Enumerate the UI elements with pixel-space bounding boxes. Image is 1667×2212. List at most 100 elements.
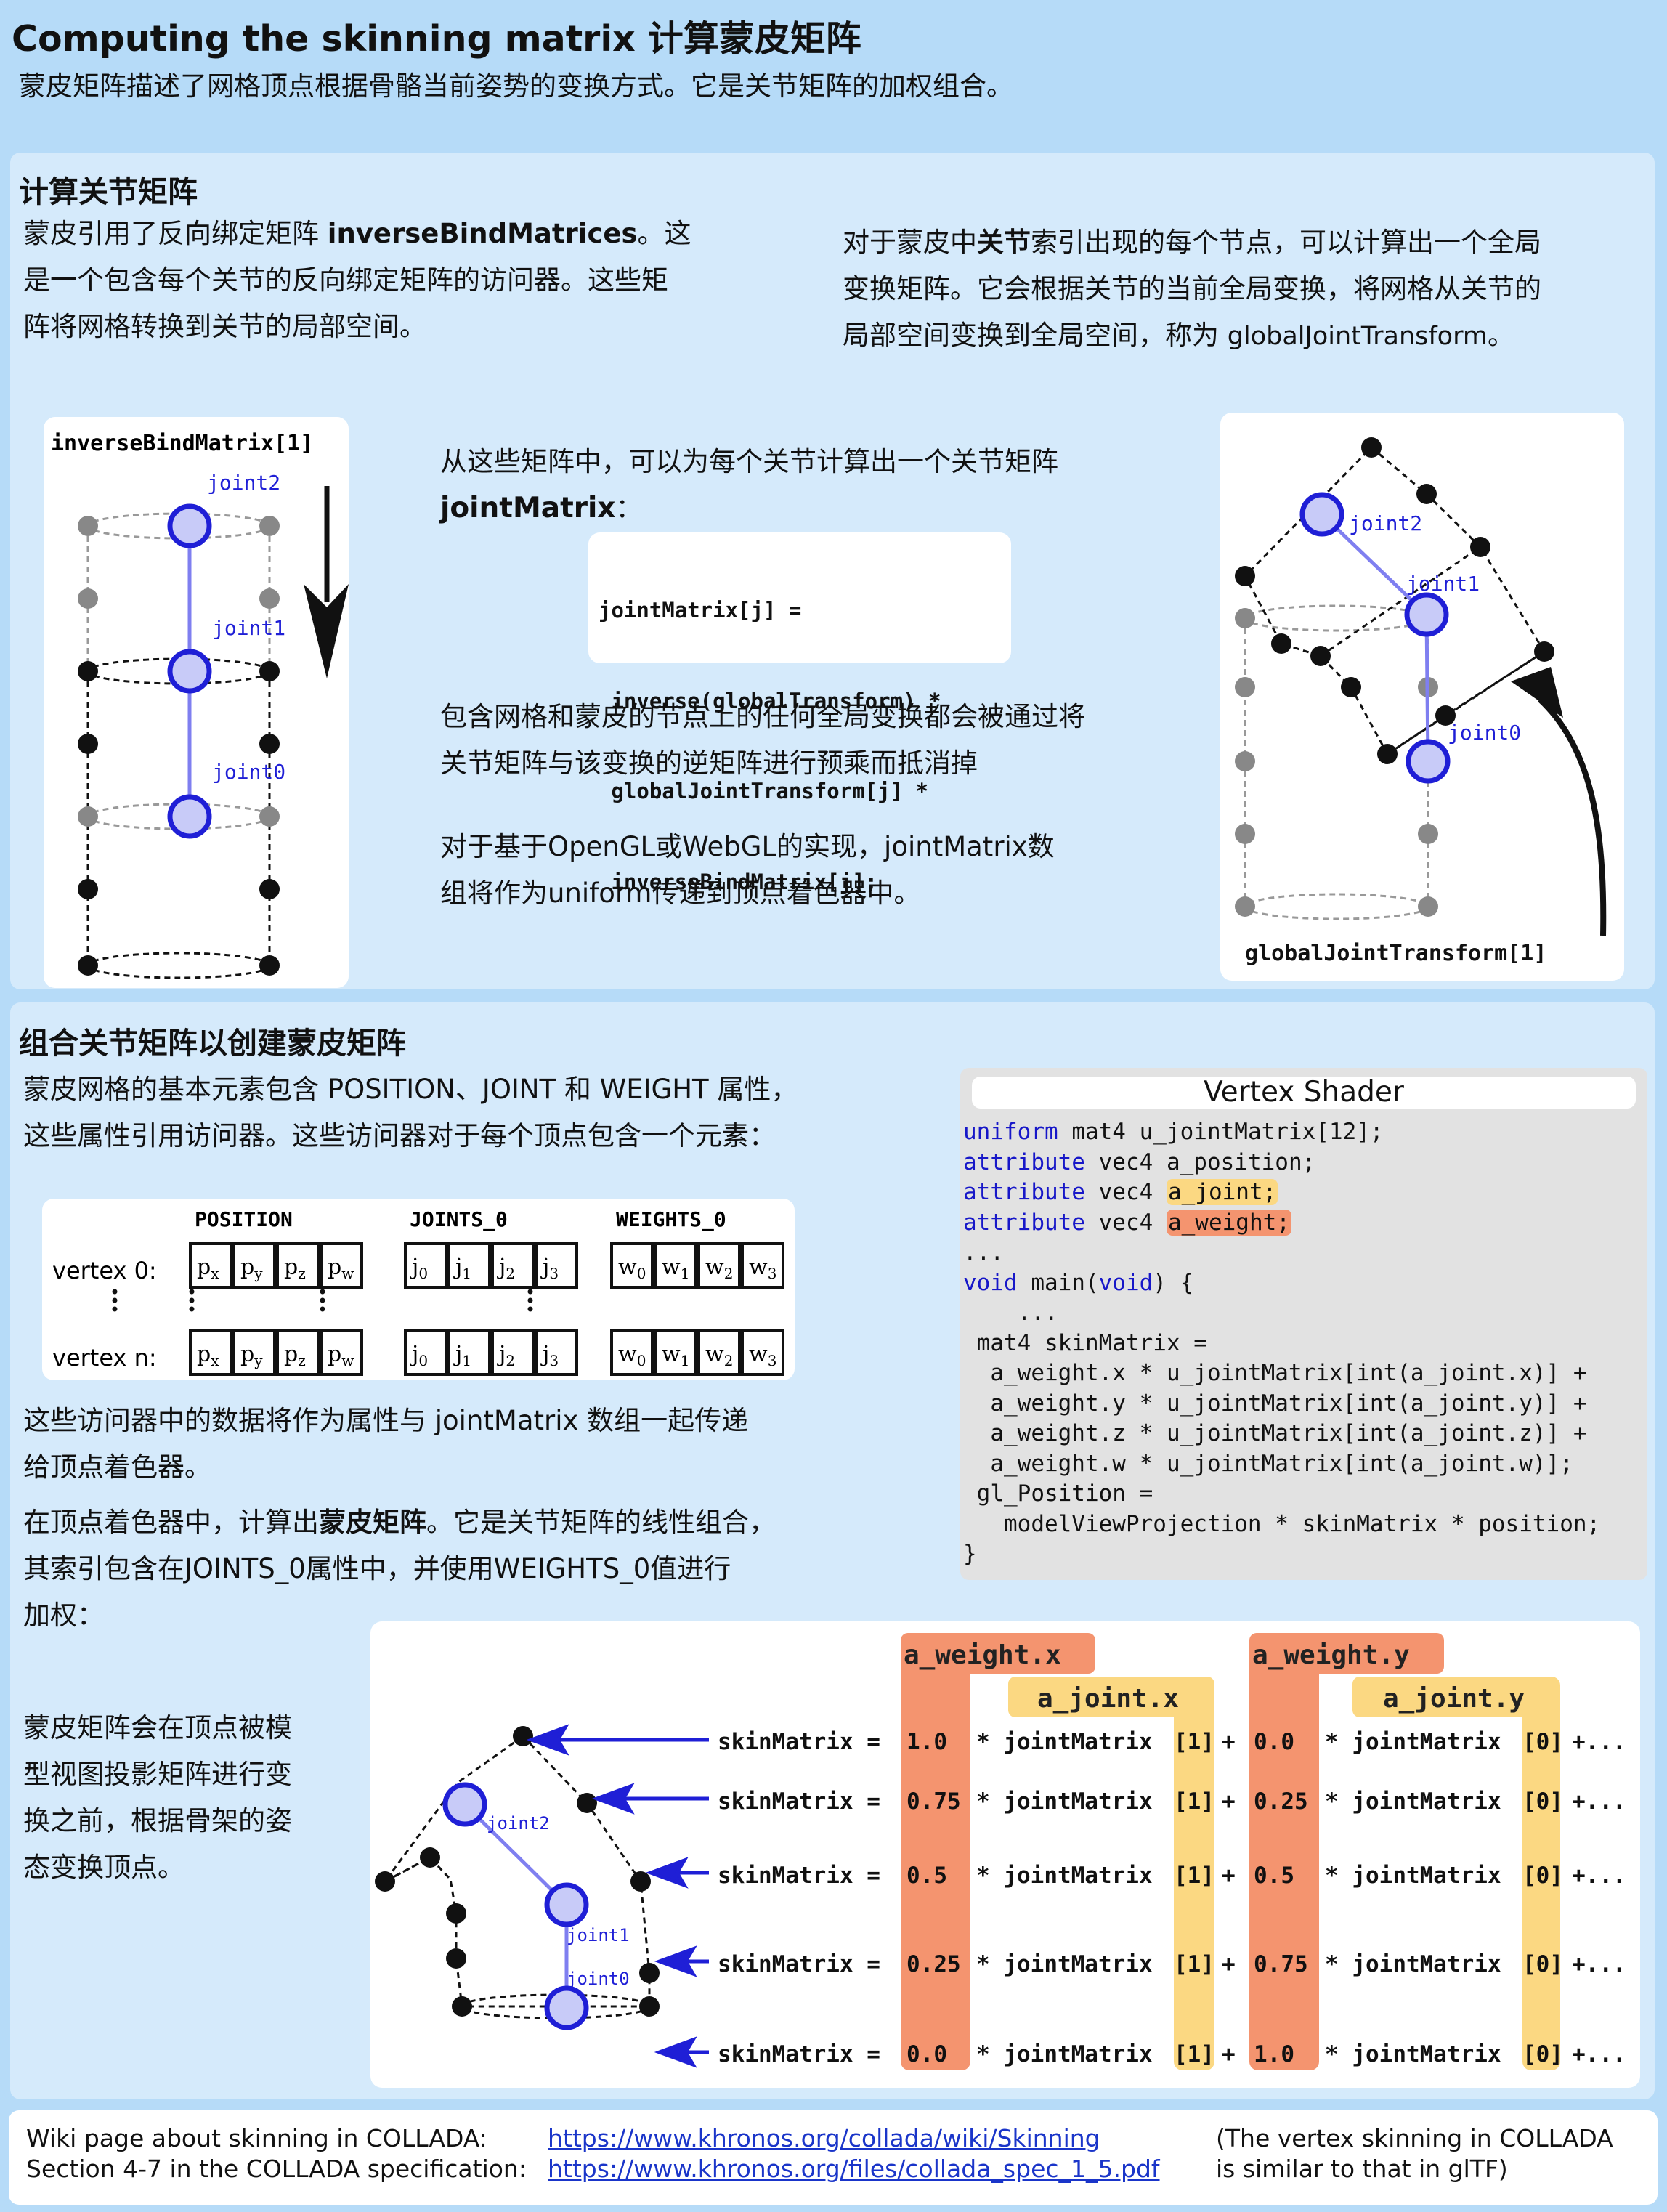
joint1-label: joint1 (212, 616, 285, 640)
ellipsis-term: +... (1572, 1788, 1626, 1815)
figure-label: inverseBindMatrix[1] (51, 431, 313, 456)
weight-y-value: 0.75 (1254, 1951, 1308, 1977)
section-heading: 组合关节矩阵以创建蒙皮矩阵 (19, 1026, 406, 1061)
skin-lhs: skinMatrix = (718, 1788, 880, 1815)
joint2-label: joint2 (1349, 511, 1422, 535)
weight-x-value: 0.0 (906, 2041, 947, 2067)
ellipsis-term: +... (1572, 1863, 1626, 1889)
wiki-link[interactable]: https://www.khronos.org/collada/wiki/Ski… (548, 2124, 1100, 2152)
table-cell (232, 1329, 276, 1376)
weight-y-column (1249, 1633, 1319, 2070)
ellipsis-dot (112, 1297, 118, 1303)
global-transform-diagram: joint2 joint1 joint0 (1235, 437, 1607, 936)
ellipsis-dot (320, 1297, 325, 1303)
ellipsis-dot (112, 1306, 118, 1312)
skin-matrix-paragraph: 在顶点着色器中，计算出蒙皮矩阵。它是关节矩阵的线性组合， 其索引包含在JOINT… (23, 1507, 776, 1631)
joint-term: * jointMatrix (1325, 1863, 1501, 1889)
ellipsis-dot (527, 1297, 533, 1303)
joint1-label: joint1 (567, 1925, 630, 1945)
arrow-left-icon (654, 1945, 697, 1977)
table-cell (320, 1242, 363, 1289)
cell-symbol: j0 (410, 1342, 428, 1369)
cell-symbol: j3 (540, 1342, 559, 1369)
section-skin-matrix: 组合关节矩阵以创建蒙皮矩阵 蒙皮网格的基本元素包含 POSITION、JOINT… (10, 1002, 1655, 2099)
global-transform-figure: joint2 joint1 joint0 globalJointTransfor… (1220, 413, 1624, 981)
ellipsis-dot (189, 1289, 195, 1295)
joint-x-index: [1] (1174, 1788, 1214, 1815)
joint-x-index: [1] (1174, 2041, 1214, 2067)
weight-y-value: 0.5 (1254, 1863, 1294, 1889)
uniform-note: 对于基于OpenGL或WebGL的实现，jointMatrix数 组将作为uni… (440, 831, 1055, 909)
section-joint-matrix: 计算关节矩阵 蒙皮引用了反向绑定矩阵 inverseBindMatrices。这… (10, 153, 1655, 989)
curved-arrow-icon (1511, 667, 1563, 718)
footer-label-wiki: Wiki page about skinning in COLLADA: (26, 2124, 487, 2152)
joint2-node (1299, 492, 1344, 537)
joint2-label: joint2 (487, 1813, 550, 1834)
weight-x-value: 0.5 (906, 1863, 947, 1889)
footer-label-spec: Section 4-7 in the COLLADA specification… (26, 2155, 527, 2183)
ellipsis-dot (112, 1289, 118, 1295)
spec-link[interactable]: https://www.khronos.org/files/collada_sp… (548, 2155, 1160, 2183)
arrow-left-icon (591, 1783, 635, 1815)
joint-x-header: a_joint.x (1037, 1684, 1179, 1714)
plus-sign: + (1222, 1788, 1236, 1815)
joint-term: * jointMatrix (976, 2041, 1153, 2067)
table-cell (697, 1242, 741, 1289)
shader-line: ... (963, 1300, 1058, 1326)
ellipsis-dot (189, 1297, 195, 1303)
shader-line: a_weight.y * u_jointMatrix[int(a_joint.y… (963, 1390, 1587, 1417)
arrow-left-icon (654, 2036, 697, 2068)
joint-matrix-intro: 从这些矩阵中，可以为每个关节计算出一个关节矩阵 jointMatrix： (440, 446, 1058, 524)
table-cell (404, 1242, 447, 1289)
cell-symbol: j2 (497, 1342, 515, 1369)
cell-symbol: j1 (453, 1255, 471, 1282)
ellipsis-dot (189, 1306, 195, 1312)
cell-symbol: w3 (749, 1255, 776, 1282)
weight-x-value: 1.0 (906, 1729, 947, 1755)
vertex-transform-paragraph: 蒙皮矩阵会在顶点被模 型视图投影矩阵进行变 换之前，根据骨架的姿 态变换顶点。 (23, 1712, 292, 1883)
weight-x-column (901, 1633, 970, 2070)
shader-line: modelViewProjection * skinMatrix * posit… (963, 1510, 1601, 1537)
joint-y-index: [0] (1522, 2041, 1563, 2067)
table-cell (232, 1242, 276, 1289)
global-transform-paragraph: 对于蒙皮中关节索引出现的每个节点，可以计算出一个全局 变换矩阵。它会根据关节的当… (843, 227, 1541, 351)
joint0-node (1406, 739, 1451, 784)
weight-x-value: 0.25 (906, 1951, 961, 1977)
joint-matrix-code-box: jointMatrix[j] = inverse(globalTransform… (588, 532, 1011, 894)
shader-line: mat4 skinMatrix = (963, 1329, 1207, 1356)
table-cell (491, 1242, 535, 1289)
joint-x-index: [1] (1174, 1729, 1214, 1755)
joint-y-header: a_joint.y (1383, 1684, 1525, 1714)
cell-symbol: pw (328, 1342, 354, 1369)
cell-symbol: w1 (662, 1342, 689, 1369)
joint0-label: joint0 (567, 1969, 630, 1989)
cell-symbol: j3 (540, 1255, 559, 1282)
table-cell (447, 1242, 491, 1289)
weight-x-value: 0.75 (906, 1788, 961, 1815)
plus-sign: + (1222, 1863, 1236, 1889)
table-cell (276, 1242, 320, 1289)
vertex-shader-box: Vertex Shader uniform mat4 u_jointMatrix… (960, 1068, 1647, 1580)
shader-line: attribute vec4 a_position; (963, 1148, 1316, 1175)
attributes-paragraph: 蒙皮网格的基本元素包含 POSITION、JOINT 和 WEIGHT 属性， … (23, 1074, 798, 1151)
ellipsis-dot (320, 1306, 325, 1312)
joint-x-index: [1] (1174, 1951, 1214, 1977)
cell-symbol: px (197, 1255, 219, 1282)
joint-y-index: [0] (1522, 1863, 1563, 1889)
ellipsis-dot (527, 1289, 533, 1295)
shader-line: attribute vec4 a_weight; (963, 1209, 1291, 1236)
vertex-shader-title: Vertex Shader (972, 1077, 1636, 1109)
cell-symbol: pz (284, 1342, 306, 1369)
table-cell (404, 1329, 447, 1376)
joint1-node (544, 1882, 589, 1927)
joint2-node (167, 503, 212, 548)
joint2-label: joint2 (207, 471, 280, 495)
joint0-label: joint0 (212, 760, 285, 784)
plus-sign: + (1222, 2041, 1236, 2067)
shader-line: attribute vec4 a_joint; (963, 1179, 1278, 1205)
figure-label: globalJointTransform[1] (1245, 941, 1547, 966)
joint-term: * jointMatrix (976, 1788, 1153, 1815)
ellipsis-term: +... (1572, 1729, 1626, 1755)
